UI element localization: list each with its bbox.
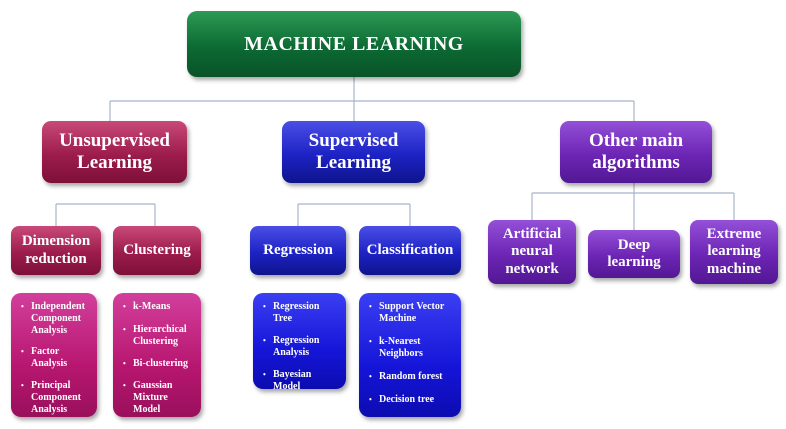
list-item-label: Decision tree (379, 394, 435, 405)
list-item-label: Factor Analysis (31, 346, 68, 369)
list-item-label: Bi-clustering (133, 358, 188, 369)
regression-node: Regression (250, 226, 346, 275)
bullet-icon: • (21, 347, 24, 356)
bullet-icon: • (369, 372, 372, 381)
list-item-label: Principal Component Analysis (31, 380, 82, 415)
clustering-list: • k-Means • Hierarchical Clustering • Bi… (113, 293, 201, 417)
classification-list: • Support Vector Machine • k-Nearest Nei… (359, 293, 461, 417)
other-algorithms-node: Other main algorithms (560, 121, 712, 183)
list-item: • Regression Tree (263, 301, 340, 325)
list-item: • Regression Analysis (263, 335, 340, 359)
list-item: • Principal Component Analysis (21, 380, 91, 416)
list-item: • Bi-clustering (123, 358, 195, 370)
supervised-learning-title: Supervised Learning (308, 130, 399, 173)
regression-list: • Regression Tree • Regression Analysis … (253, 293, 346, 392)
list-item: • Random forest (369, 371, 455, 383)
list-item: • k-Nearest Neighbors (369, 336, 455, 360)
list-item: • Factor Analysis (21, 346, 91, 370)
artificial-neural-network-node: Artificial neural network (488, 220, 576, 284)
classification-title: Classification (366, 241, 454, 258)
bullet-icon: • (123, 302, 126, 311)
deep-learning-title: Deep learning (607, 236, 661, 270)
list-item: • Hierarchical Clustering (123, 324, 195, 348)
list-item: • k-Means (123, 301, 195, 313)
bullet-icon: • (263, 370, 266, 379)
dimension-reduction-list: • Independent Component Analysis • Facto… (11, 293, 97, 417)
list-item-label: k-Nearest Neighbors (379, 336, 423, 359)
list-item-label: Hierarchical Clustering (133, 324, 187, 347)
list-item-label: Support Vector Machine (379, 301, 445, 324)
artificial-neural-network-title: Artificial neural network (502, 226, 562, 277)
supervised-learning-node: Supervised Learning (282, 121, 425, 183)
other-algorithms-title: Other main algorithms (588, 130, 684, 173)
list-item: • Decision tree (369, 394, 455, 406)
list-item-label: Random forest (379, 371, 443, 382)
bullet-icon: • (21, 302, 24, 311)
root-node: MACHINE LEARNING (187, 11, 521, 77)
clustering-title: Clustering (123, 241, 191, 258)
bullet-icon: • (263, 336, 266, 345)
dimension-reduction-title: Dimension reduction (21, 233, 91, 267)
classification-node: Classification (359, 226, 461, 275)
list-item: • Gaussian Mixture Model (123, 380, 195, 416)
unsupervised-learning-node: Unsupervised Learning (42, 121, 187, 183)
clustering-node: Clustering (113, 226, 201, 275)
list-item-label: Regression Analysis (273, 335, 320, 358)
bullet-icon: • (123, 381, 126, 390)
list-item-label: Bayesian Model (273, 369, 312, 392)
bullet-icon: • (21, 381, 24, 390)
bullet-icon: • (123, 359, 126, 368)
dimension-reduction-node: Dimension reduction (11, 226, 101, 275)
list-item-label: Regression Tree (273, 301, 320, 324)
list-item-label: k-Means (133, 301, 171, 312)
bullet-icon: • (369, 395, 372, 404)
bullet-icon: • (369, 302, 372, 311)
root-title: MACHINE LEARNING (244, 32, 464, 55)
list-item: • Independent Component Analysis (21, 301, 91, 337)
regression-title: Regression (263, 241, 333, 258)
extreme-learning-machine-node: Extreme learning machine (690, 220, 778, 284)
unsupervised-learning-title: Unsupervised Learning (59, 130, 170, 173)
list-item-label: Independent Component Analysis (31, 301, 85, 336)
bullet-icon: • (263, 302, 266, 311)
extreme-learning-machine-title: Extreme learning machine (706, 226, 762, 277)
list-item: • Support Vector Machine (369, 301, 455, 325)
bullet-icon: • (369, 337, 372, 346)
bullet-icon: • (123, 325, 126, 334)
list-item: • Bayesian Model (263, 369, 340, 393)
deep-learning-node: Deep learning (588, 230, 680, 278)
list-item-label: Gaussian Mixture Model (133, 380, 173, 415)
